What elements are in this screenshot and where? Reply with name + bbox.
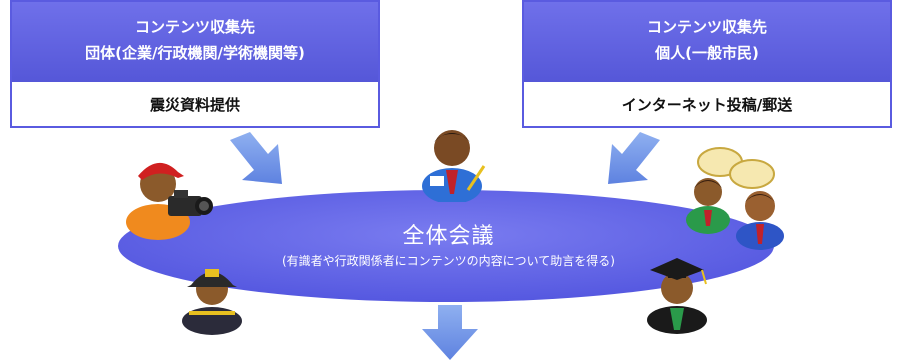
source-header-line1: コンテンツ収集先 [646,18,767,36]
source-header-line2: 団体(企業/行政機関/学術機関等) [85,44,305,62]
source-box-organizations: コンテンツ収集先 団体(企業/行政機関/学術機関等) 震災資料提供 [10,0,380,128]
arrow-down-left-icon [608,132,660,184]
graduate-icon [647,258,707,334]
source-header-line1: コンテンツ収集先 [134,18,255,36]
source-box-individuals: コンテンツ収集先 個人(一般市民) インターネット投稿/郵送 [522,0,892,128]
meeting-note: (有識者や行政関係者にコンテンツの内容について助言を得る) [281,254,615,268]
source-body-organizations: 震災資料提供 [149,95,240,114]
arrow-down-icon [422,305,478,360]
presenter-icon [422,130,486,202]
source-header-individuals: コンテンツ収集先 個人(一般市民) [524,2,890,82]
source-header-line2: 個人(一般市民) [655,44,759,62]
camera-operator-icon [126,162,213,240]
arrow-down-right-icon [230,132,282,184]
source-header-organizations: コンテンツ収集先 団体(企業/行政機関/学術機関等) [12,2,378,82]
meeting-title: 全体会議 [402,224,495,249]
firefighter-icon [182,269,242,335]
speech-bubble-people-icon [686,147,784,250]
source-body-individuals: インターネット投稿/郵送 [621,95,793,114]
